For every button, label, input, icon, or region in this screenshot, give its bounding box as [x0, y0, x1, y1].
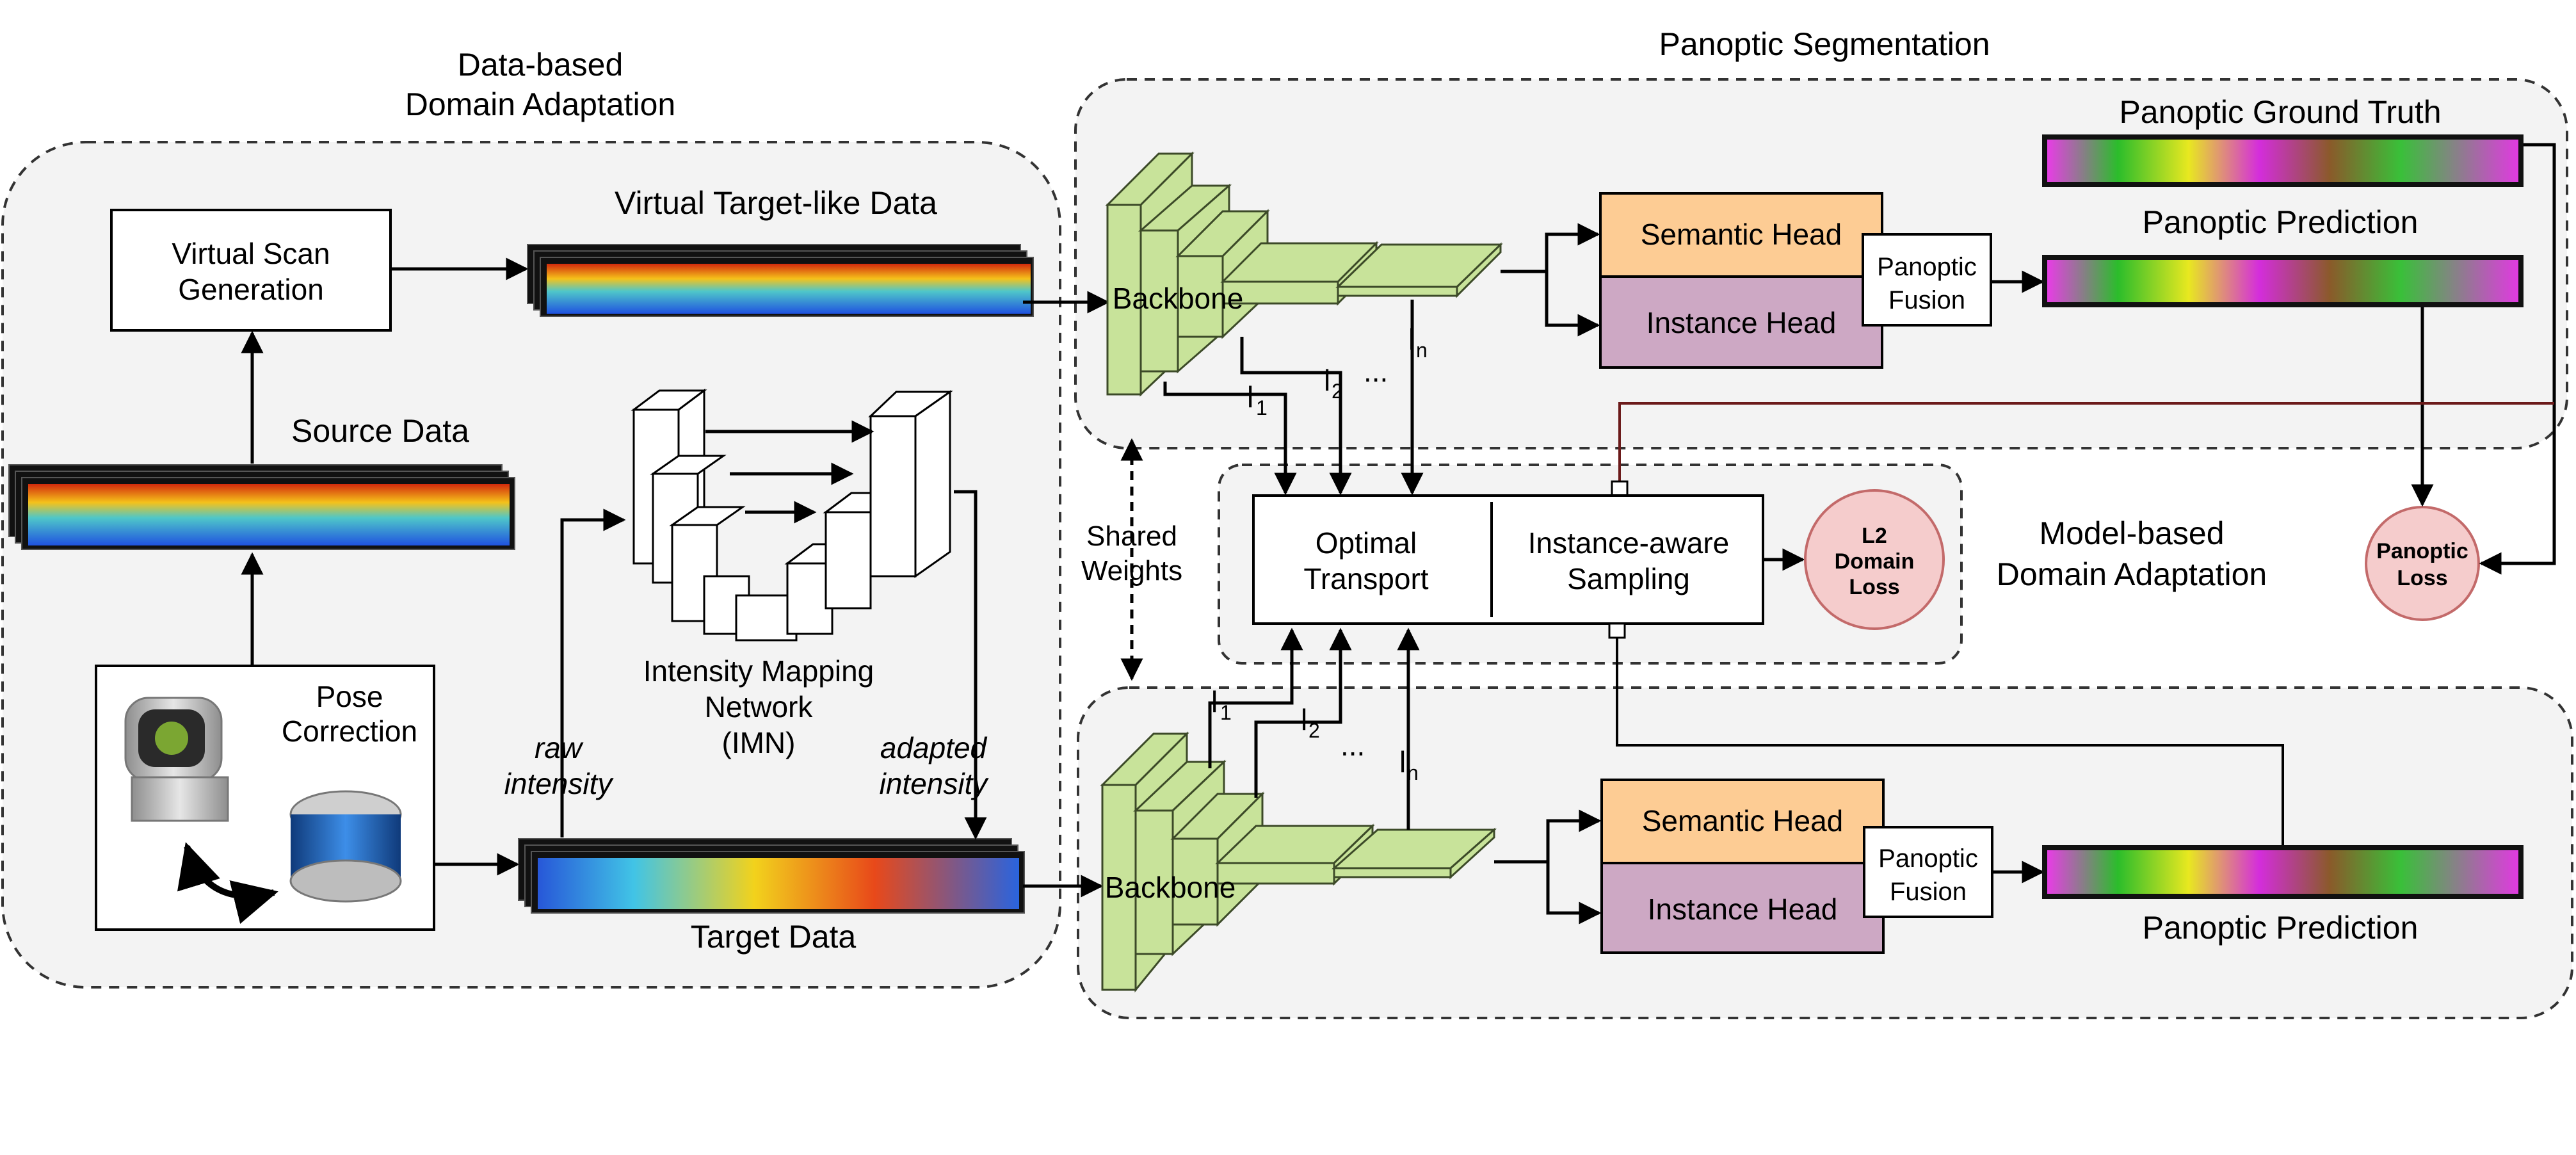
svg-text:l: l: [1399, 745, 1406, 779]
svg-text:...: ...: [1340, 729, 1365, 762]
lower-panoptic-fusion-label-2: Fusion: [1890, 878, 1967, 906]
upper-instance-head-label: Instance Head: [1646, 306, 1837, 339]
l2-loss-label-3: Loss: [1849, 575, 1899, 599]
upper-panoptic-fusion-label-1: Panoptic: [1877, 253, 1977, 281]
data-based-arrows: [241, 257, 1110, 898]
svg-text:2: 2: [1332, 380, 1343, 403]
model-based-title-2: Domain Adaptation: [1997, 556, 2267, 592]
model-based-box: [1252, 494, 1764, 625]
optimal-transport-label-2: Transport: [1303, 562, 1428, 595]
data-based-title-1: Data-based: [458, 47, 624, 83]
shared-weights-label-1: Shared: [1086, 521, 1177, 552]
adapted-intensity-label-1: adapted: [880, 731, 988, 764]
panoptic-ground-truth-image: [2042, 134, 2524, 187]
pose-swap-arrow: [177, 842, 278, 924]
lower-backbone-label: Backbone: [1105, 871, 1236, 904]
upper-panoptic-prediction-label: Panoptic Prediction: [2143, 204, 2419, 240]
pose-correction-label-2: Correction: [282, 715, 417, 748]
upper-instance-head: [1599, 275, 1883, 369]
lower-feature-arrows: [1208, 627, 1602, 925]
connector-port-top: [1611, 480, 1629, 497]
lower-prediction-connector: [1616, 638, 2284, 845]
panoptic-loss-label-2: Loss: [2397, 566, 2447, 590]
lower-backbone: [1100, 731, 1497, 993]
svg-text:n: n: [1407, 761, 1419, 784]
target-data-label: Target Data: [691, 919, 857, 955]
lower-semantic-head: [1600, 779, 1885, 864]
lower-panoptic-prediction-image: [2042, 845, 2524, 899]
virtual-scan-box: [110, 209, 392, 332]
source-data-label: Source Data: [291, 413, 469, 449]
upper-layer-labels: l 1 l 2 ... l n: [1247, 323, 1428, 419]
upper-panoptic-fusion-box: [1862, 233, 1992, 327]
svg-text:1: 1: [1220, 701, 1232, 724]
svg-text:1: 1: [1256, 396, 1268, 419]
lower-panoptic-fusion-label-1: Panoptic: [1878, 844, 1978, 873]
svg-text:n: n: [1416, 339, 1428, 362]
virtual-scan-label-2: Generation: [178, 273, 324, 306]
upper-backbone: [1105, 151, 1503, 397]
svg-text:...: ...: [1364, 355, 1388, 388]
raw-intensity-label-2: intensity: [504, 767, 615, 800]
shared-weights-label-2: Weights: [1081, 555, 1182, 586]
svg-text:l: l: [1408, 323, 1415, 356]
upper-backbone-label: Backbone: [1113, 282, 1244, 315]
instance-sampling-label-2: Sampling: [1567, 562, 1690, 595]
data-based-title-2: Domain Adaptation: [405, 86, 676, 122]
connector-port-bottom: [1608, 622, 1626, 639]
svg-text:2: 2: [1308, 719, 1320, 742]
model-based-title-1: Model-based: [2039, 515, 2224, 551]
instance-sampling-label-1: Instance-aware: [1528, 526, 1730, 560]
upper-panoptic-prediction-image: [2042, 255, 2524, 307]
raw-intensity-label-1: raw: [535, 731, 584, 764]
optimal-transport-label-1: Optimal: [1316, 526, 1417, 560]
imn-label-3: (IMN): [722, 726, 796, 759]
lower-panoptic-fusion-box: [1863, 826, 1993, 918]
upper-panoptic-fusion-label-2: Fusion: [1888, 286, 1965, 314]
l2-loss-label-2: Domain: [1835, 549, 1915, 574]
panoptic-loss-arrows: [2411, 143, 2556, 575]
target-data-scan-image: [518, 838, 1025, 914]
lower-panoptic-prediction-label: Panoptic Prediction: [2143, 910, 2419, 946]
l2-domain-loss-node: [1804, 489, 1945, 630]
lower-layer-labels: l 1 l 2 ... l n: [1211, 685, 1419, 784]
panoptic-loss-label-1: Panoptic: [2376, 539, 2468, 563]
lidar-sensor-icon: [289, 790, 402, 903]
panoptic-loss-node: [2365, 506, 2480, 621]
panoptic-segmentation-title: Panoptic Segmentation: [1659, 26, 1990, 62]
intensity-mapping-network-diagram: [631, 389, 953, 642]
imn-label-2: Network: [705, 690, 814, 723]
l2-loss-label-1: L2: [1862, 524, 1887, 548]
svg-text:l: l: [1301, 703, 1307, 736]
source-data-scan-image: [8, 464, 515, 550]
virtual-target-like-label: Virtual Target-like Data: [615, 185, 937, 221]
virtual-scan-label-1: Virtual Scan: [172, 237, 330, 270]
upper-semantic-head-label: Semantic Head: [1641, 218, 1842, 251]
lower-instance-head-label: Instance Head: [1648, 892, 1838, 926]
svg-text:l: l: [1247, 380, 1253, 414]
imn-label-1: Intensity Mapping: [643, 654, 874, 688]
upper-feature-arrows: [1163, 223, 1600, 496]
panoptic-ground-truth-label: Panoptic Ground Truth: [2119, 94, 2441, 130]
lower-semantic-head-label: Semantic Head: [1642, 804, 1844, 837]
svg-text:l: l: [1211, 685, 1218, 718]
ground-truth-connector: [1618, 402, 2554, 481]
imn-skip-arrows: [705, 420, 874, 524]
pose-correction-label-1: Pose: [316, 680, 383, 713]
svg-text:l: l: [1324, 364, 1330, 397]
adapted-intensity-label-2: intensity: [880, 767, 990, 800]
virtual-target-scan-image: [527, 244, 1034, 317]
velodyne-sensor-icon: [124, 697, 229, 822]
